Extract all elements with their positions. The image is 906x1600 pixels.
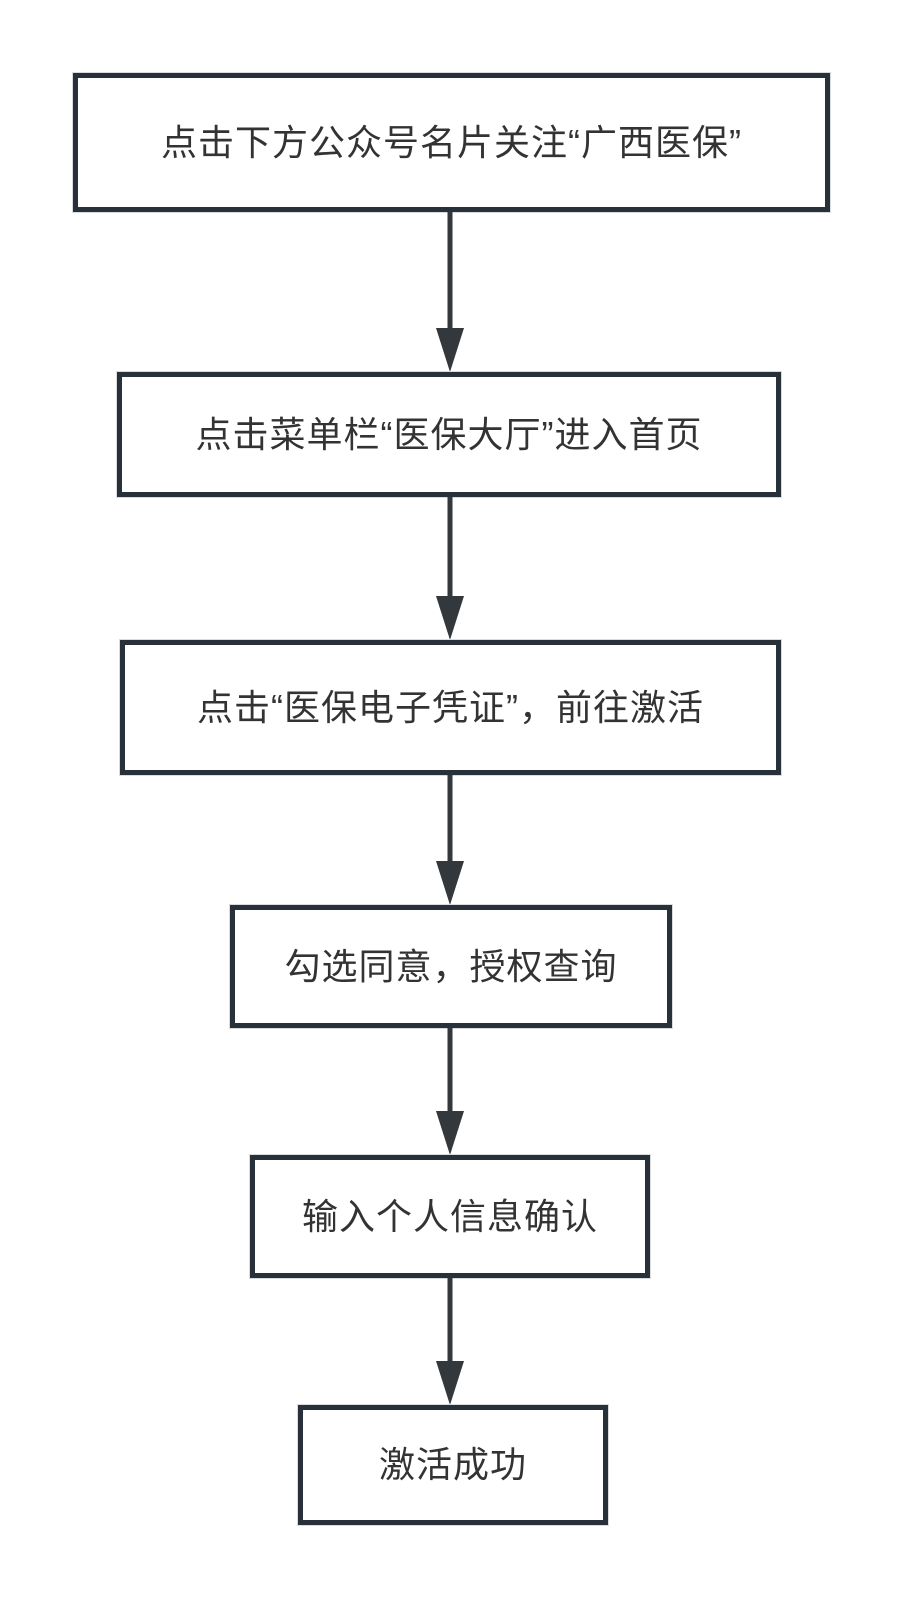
arrow-down-icon <box>434 1278 466 1405</box>
flow-step-4-label: 勾选同意，授权查询 <box>284 945 618 987</box>
arrow-down-icon <box>434 775 466 905</box>
flow-step-5-label: 输入个人信息确认 <box>301 1195 598 1237</box>
flow-step-6: 激活成功 <box>298 1405 608 1525</box>
flow-step-2: 点击菜单栏“医保大厅”进入首页 <box>117 372 781 497</box>
arrow-down-icon <box>434 212 466 372</box>
flow-step-4: 勾选同意，授权查询 <box>230 905 672 1028</box>
flow-step-5: 输入个人信息确认 <box>250 1155 650 1278</box>
arrow-head <box>436 861 464 905</box>
arrow-down-icon <box>434 497 466 640</box>
flow-step-1: 点击下方公众号名片关注“广西医保” <box>73 73 830 212</box>
flow-step-3: 点击“医保电子凭证”，前往激活 <box>120 640 781 775</box>
arrow-stem <box>447 497 453 602</box>
arrow-head <box>436 1361 464 1405</box>
arrow-head <box>436 596 464 640</box>
arrow-stem <box>447 775 453 867</box>
flow-step-2-label: 点击菜单栏“医保大厅”进入首页 <box>195 413 703 455</box>
arrow-stem <box>447 212 453 334</box>
flow-step-6-label: 激活成功 <box>378 1444 527 1486</box>
arrow-head <box>436 1111 464 1155</box>
flow-step-3-label: 点击“医保电子凭证”，前往激活 <box>197 686 704 728</box>
arrow-down-icon <box>434 1028 466 1155</box>
flow-step-1-label: 点击下方公众号名片关注“广西医保” <box>161 121 742 163</box>
arrow-stem <box>447 1028 453 1117</box>
arrow-stem <box>447 1278 453 1367</box>
arrow-head <box>436 328 464 372</box>
